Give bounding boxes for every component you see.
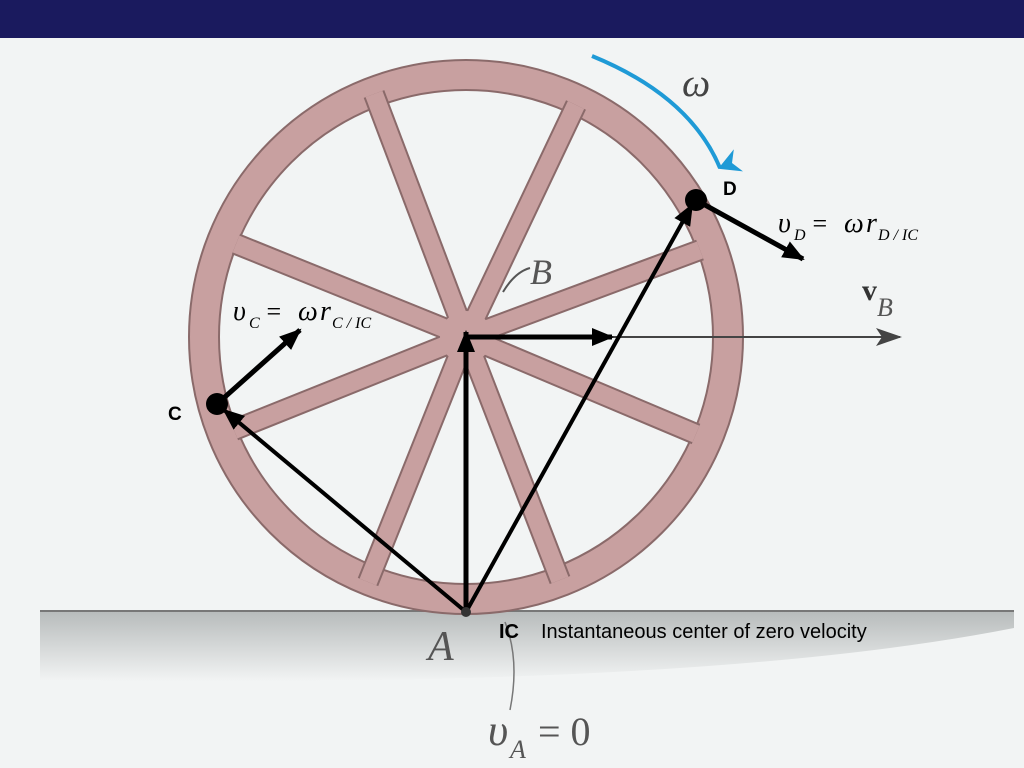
va-eq-v: υ (488, 706, 508, 755)
point-d-label: D (723, 179, 737, 200)
vd-eq-r: r (866, 208, 877, 239)
r-c-ic-vector (222, 408, 468, 614)
vd-eq-omega: ω (844, 208, 864, 239)
r-d-ic-vector (464, 203, 694, 613)
va-equation: υ A = 0 (488, 706, 591, 764)
vd-eq-equals: = (806, 209, 834, 238)
vb-label-sub: B (877, 293, 893, 322)
point-a-label: A (425, 624, 454, 670)
vc-eq-rsub: C / IC (332, 315, 371, 332)
point-b-label: B (530, 252, 552, 292)
vc-eq-omega: ω (298, 296, 318, 327)
vb-label: v B (862, 274, 893, 322)
vc-eq-equals: = (260, 297, 288, 326)
point-a-dot (461, 607, 471, 617)
ground-shading (40, 612, 1014, 682)
va-leader-line (504, 621, 515, 711)
vd-equation: υ D = ω r D / IC (778, 208, 918, 244)
ic-description: Instantaneous center of zero velocity (541, 621, 867, 643)
vc-eq-sub: C (249, 315, 260, 332)
vc-equation: υ C = ω r C / IC (233, 296, 371, 332)
vc-velocity-vector (215, 328, 302, 406)
vc-eq-r: r (320, 296, 331, 327)
omega-label: ω (682, 60, 710, 105)
vd-velocity-vector (694, 197, 805, 262)
header-bar (0, 0, 1024, 38)
omega-arrow (591, 54, 744, 172)
point-c-label: C (168, 404, 182, 425)
point-c-dot (206, 393, 228, 415)
vb-label-main: v (862, 274, 877, 307)
b-leader-line (502, 267, 531, 293)
vd-eq-rsub: D / IC (877, 227, 918, 244)
va-eq-rest: = 0 (528, 709, 591, 754)
vd-eq-v: υ (778, 208, 791, 239)
vc-eq-v: υ (233, 296, 246, 327)
vd-eq-sub: D (793, 227, 806, 244)
va-eq-sub: A (508, 735, 526, 764)
ic-label: IC (499, 621, 519, 643)
point-d-dot (685, 189, 707, 211)
